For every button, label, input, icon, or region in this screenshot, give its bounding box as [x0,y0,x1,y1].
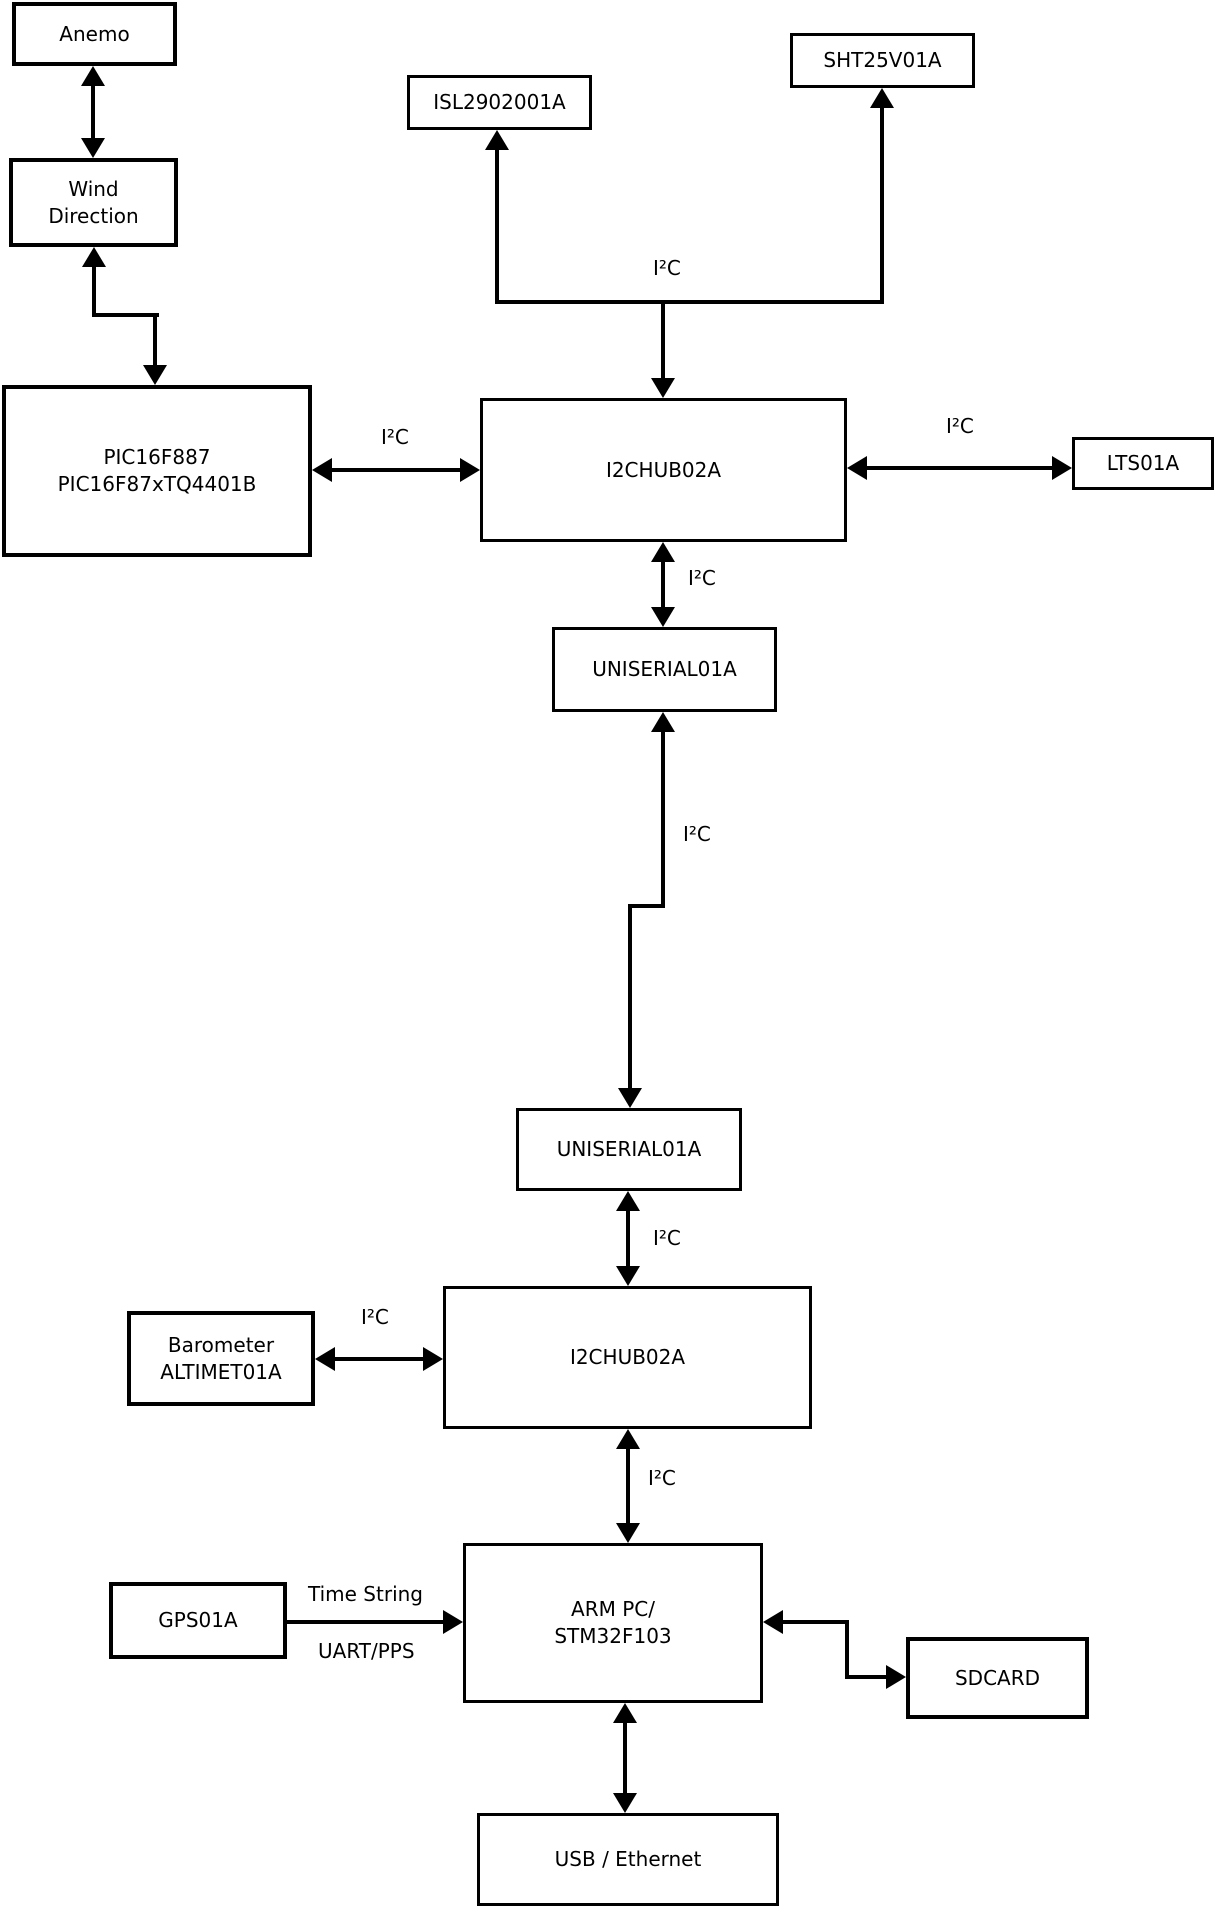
node-uniserial01a-1: UNISERIAL01A [552,627,777,712]
arrowhead-up-uni2-bottom [616,1191,640,1211]
connector-anemo-wind [91,86,95,138]
connector-baro-hub2 [335,1357,423,1361]
node-baro-line2: ALTIMET01A [160,1359,282,1384]
arrowhead-right-lts [1052,456,1072,480]
label-i2c-uni1-uni2: I²C [683,822,711,846]
label-i2c-bus: I²C [653,256,681,280]
node-pic-line1: PIC16F887 [103,445,211,469]
node-lts01a: LTS01A [1072,437,1214,490]
connector-bus-horizontal [495,300,884,304]
node-i2chub02a-1: I2CHUB02A [480,398,847,542]
node-wind-line2: Direction [48,203,139,228]
connector-uni1-uni2-seg2 [628,904,665,908]
node-anemo: Anemo [12,2,177,66]
arrowhead-down-hub2-top [616,1266,640,1286]
node-sdcard-label: SDCARD [954,1665,1041,1690]
node-baro-line1: Barometer [167,1332,275,1357]
arrowhead-up-hub2-bottom [616,1429,640,1449]
arrowhead-up-wind [82,247,106,267]
node-pic-line2: PIC16F87xTQ4401B [57,472,257,496]
arrowhead-right-arm-left [443,1610,463,1634]
arrowhead-left-baro [315,1347,335,1371]
node-gps01a: GPS01A [109,1582,287,1659]
node-wind-direction: Wind Direction [9,158,178,247]
arrowhead-left-hub1-right [847,456,867,480]
connector-arm-sd-seg3 [849,1675,886,1679]
node-wind-line1: Wind [68,176,119,201]
arrowhead-right-hub1-left [460,458,480,482]
arrowhead-down-uni1-top [651,607,675,627]
arrowhead-up-arm-bottom [613,1703,637,1723]
node-lts-label: LTS01A [1106,451,1180,475]
node-uni2-label: UNISERIAL01A [556,1137,702,1161]
node-arm-pc-stm32f103: ARM PC/ STM32F103 [463,1543,763,1703]
node-uniserial01a-2: UNISERIAL01A [516,1108,742,1191]
node-pic16f887: PIC16F887 PIC16F87xTQ4401B [2,385,312,557]
node-sht25v01a: SHT25V01A [790,33,975,88]
connector-pic-hub1 [332,468,460,472]
arrowhead-up-uni1-bottom [651,712,675,732]
node-hub1-label: I2CHUB02A [605,457,722,482]
node-i2chub02a-2: I2CHUB02A [443,1286,812,1429]
label-time-string: Time String [308,1582,423,1606]
connector-bus-sht [880,108,884,304]
label-i2c-baro-hub2: I²C [361,1305,389,1329]
arrowhead-up-sht [870,88,894,108]
arrowhead-down-uni2-top [618,1088,642,1108]
connector-bus-isl [495,150,499,304]
node-usb-ethernet: USB / Ethernet [477,1813,779,1906]
label-i2c-hub1-lts: I²C [946,414,974,438]
node-barometer-altimet01a: Barometer ALTIMET01A [127,1311,315,1406]
label-i2c-hub2-arm: I²C [648,1466,676,1490]
node-arm-line2: STM32F103 [554,1624,672,1648]
arrowhead-up-isl [485,130,509,150]
label-uart-pps: UART/PPS [318,1639,415,1663]
arrowhead-up-hub1-bottom [651,542,675,562]
arrowhead-right-sdcard [886,1665,906,1689]
label-i2c-pic-hub1: I²C [381,425,409,449]
connector-wind-pic-seg2 [92,313,159,317]
connector-wind-pic-seg1 [92,267,96,317]
connector-uni1-uni2-seg1 [661,732,665,908]
arrowhead-down-hub1-top [651,378,675,398]
arrowhead-left-pic [312,458,332,482]
node-uni1-label: UNISERIAL01A [592,657,737,681]
connector-hub1-uni1 [661,562,665,607]
connector-hub2-arm [626,1449,630,1523]
connector-uni1-uni2-seg3 [628,908,632,1088]
node-sdcard: SDCARD [906,1637,1089,1719]
arrowhead-right-hub2-left [423,1347,443,1371]
node-gps-label: GPS01A [158,1608,238,1632]
label-i2c-hub1-uni1: I²C [688,566,716,590]
connector-hub1-lts [867,466,1052,470]
arrowhead-down-wind [81,138,105,158]
connector-uni2-hub2 [626,1211,630,1266]
connector-gps-arm [287,1620,443,1624]
connector-arm-sd-seg1 [783,1620,849,1624]
connector-bus-hub1 [661,302,665,378]
arrowhead-up-anemo [81,66,105,86]
connector-arm-usb [623,1723,627,1793]
arrowhead-down-pic [143,365,167,385]
node-arm-line1: ARM PC/ [571,1597,655,1621]
node-isl2902001a: ISL2902001A [407,75,592,130]
connector-wind-pic-seg3 [153,317,157,365]
node-usb-label: USB / Ethernet [554,1847,702,1871]
connector-arm-sd-seg2 [845,1620,849,1679]
node-isl-label: ISL2902001A [433,90,566,114]
node-sht-label: SHT25V01A [823,48,942,72]
label-i2c-uni2-hub2: I²C [653,1226,681,1250]
arrowhead-down-usb-top [613,1793,637,1813]
arrowhead-left-arm-right [763,1610,783,1634]
arrowhead-down-arm-top [616,1523,640,1543]
node-anemo-label: Anemo [59,21,130,46]
node-hub2-label: I2CHUB02A [569,1345,686,1369]
